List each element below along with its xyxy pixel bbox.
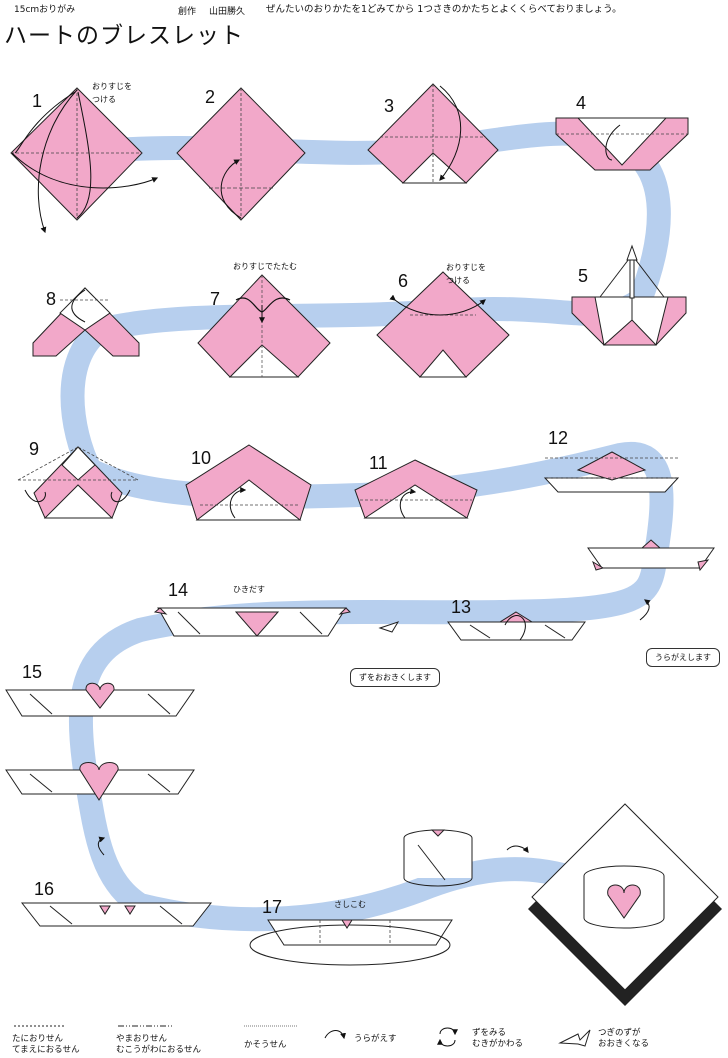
step-number: 8 (46, 289, 57, 309)
step-14-diagram (153, 607, 352, 637)
legend-mountain-fold: やまおりせん むこうがわにおるせん (116, 1020, 236, 1056)
step-number: 10 (191, 448, 212, 468)
author-name: 山田勝久 (209, 7, 246, 17)
step-8-diagram (32, 287, 140, 357)
step-number: 12 (548, 428, 569, 448)
legend-hidden-line: かそうせん (244, 1020, 314, 1056)
legend-rotate: ずをみる むきがかわる (472, 1020, 542, 1056)
step-17-diagram (249, 919, 453, 966)
step-6-diagram (376, 271, 510, 378)
legend-text-1: たにおりせん (12, 1034, 64, 1044)
legend-text-1: ずをみる (472, 1028, 507, 1038)
turn-over-callout: うらがえします (646, 648, 720, 667)
step-number: 4 (576, 93, 587, 113)
step-number: 1 (32, 91, 43, 111)
step-number: 9 (29, 439, 40, 459)
enlarge-callout: ずをおおきくします (350, 668, 440, 687)
step-number: 2 (205, 87, 216, 107)
step-9-diagram (17, 446, 139, 519)
step-6-note: おりすじを つける (446, 263, 486, 285)
legend-enlarge: つぎのずが おおきくなる (598, 1020, 678, 1056)
step-2-diagram (176, 87, 306, 221)
legend-text-1: つぎのずが (598, 1028, 641, 1038)
bracelet-cylinder (403, 829, 473, 887)
step-number: 17 (262, 897, 283, 917)
step-4-diagram (555, 117, 689, 171)
step-number: 3 (384, 96, 395, 116)
step-number: 7 (210, 289, 221, 309)
paper-size-label: 15cmおりがみ (14, 5, 76, 15)
step-1-note: おりすじを つける (92, 82, 132, 104)
instruction-text: ぜんたいのおりかたを1どみてから 1つさきのかたちとよくくらべておりましょう。 (266, 4, 622, 15)
legend-valley-fold: たにおりせん てまえにおるせん (12, 1020, 112, 1056)
page-title: ハートのブレスレット (4, 23, 244, 49)
step-12-diagram (543, 451, 715, 572)
step-number: 16 (34, 879, 55, 899)
step-number: 11 (369, 453, 388, 473)
legend-text-1: やまおりせん (116, 1034, 168, 1044)
step-13-diagram (378, 611, 586, 641)
step-5-diagram (571, 244, 687, 346)
step-number: 14 (168, 580, 189, 600)
legend-text-1: うらがえす (354, 1034, 397, 1044)
step-7-note: おりすじでたたむ (233, 262, 297, 271)
turnover-arrows (97, 599, 651, 856)
step-number: 6 (398, 271, 409, 291)
legend-text-2: てまえにおるせん (12, 1045, 80, 1055)
legend-text-1: かそうせん (244, 1040, 287, 1050)
final-display (528, 803, 722, 1006)
author-label: 創作 (178, 7, 197, 17)
step-17-note: さしこむ (334, 900, 366, 909)
step-3-diagram (367, 83, 499, 184)
step-14-note: ひきだす (233, 585, 265, 594)
step-16-diagram (20, 902, 213, 927)
step-10-diagram (185, 444, 312, 521)
step-15-diagram (5, 682, 195, 801)
step-11-diagram (354, 459, 478, 519)
legend-icons (14, 1025, 591, 1047)
legend-text-2: むきがかわる (472, 1039, 524, 1049)
legend-turn-over: うらがえす (346, 1020, 416, 1056)
step-7-diagram (197, 274, 331, 378)
step-number: 5 (578, 266, 589, 286)
step-1-diagram (10, 87, 159, 234)
legend-text-2: むこうがわにおるせん (116, 1045, 202, 1055)
step-number: 13 (451, 597, 472, 617)
step-number: 15 (22, 662, 43, 682)
legend-text-2: おおきくなる (598, 1039, 650, 1049)
